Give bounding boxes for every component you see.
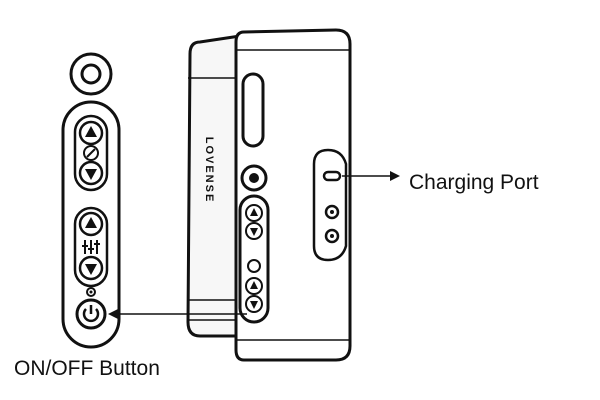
button-group-2 <box>73 206 109 288</box>
arrow-down-icon <box>85 264 97 275</box>
power-icon <box>82 305 100 323</box>
arrow-down-button-1 <box>78 160 104 186</box>
arrow-down-icon <box>85 169 97 180</box>
charging-port-area <box>312 148 348 262</box>
brand-logo: LOVENSE <box>203 137 215 204</box>
arrow-up-icon <box>85 126 97 137</box>
mode-icon <box>83 145 99 161</box>
control-panel-closeup <box>61 52 121 349</box>
charging-port-arrow <box>342 171 400 181</box>
charging-port-label: Charging Port <box>409 171 539 194</box>
on-off-button-label: ON/OFF Button <box>14 357 160 380</box>
arrow-down-button-2 <box>78 255 104 281</box>
arrow-up-button-2 <box>78 211 104 237</box>
button-group-1 <box>73 114 109 192</box>
charging-port <box>322 170 342 182</box>
led-indicator-icon <box>86 287 96 297</box>
top-round-button <box>69 52 113 96</box>
side-strip-buttons <box>245 204 263 313</box>
button-panel-outline <box>61 100 121 349</box>
top-slot <box>241 72 265 148</box>
power-button <box>75 298 107 330</box>
arrow-up-button-1 <box>78 120 104 146</box>
settings-sliders-icon <box>82 240 100 254</box>
on-off-button-arrow <box>108 309 247 319</box>
arrow-up-icon <box>85 217 97 228</box>
device-rear-section <box>186 34 242 338</box>
